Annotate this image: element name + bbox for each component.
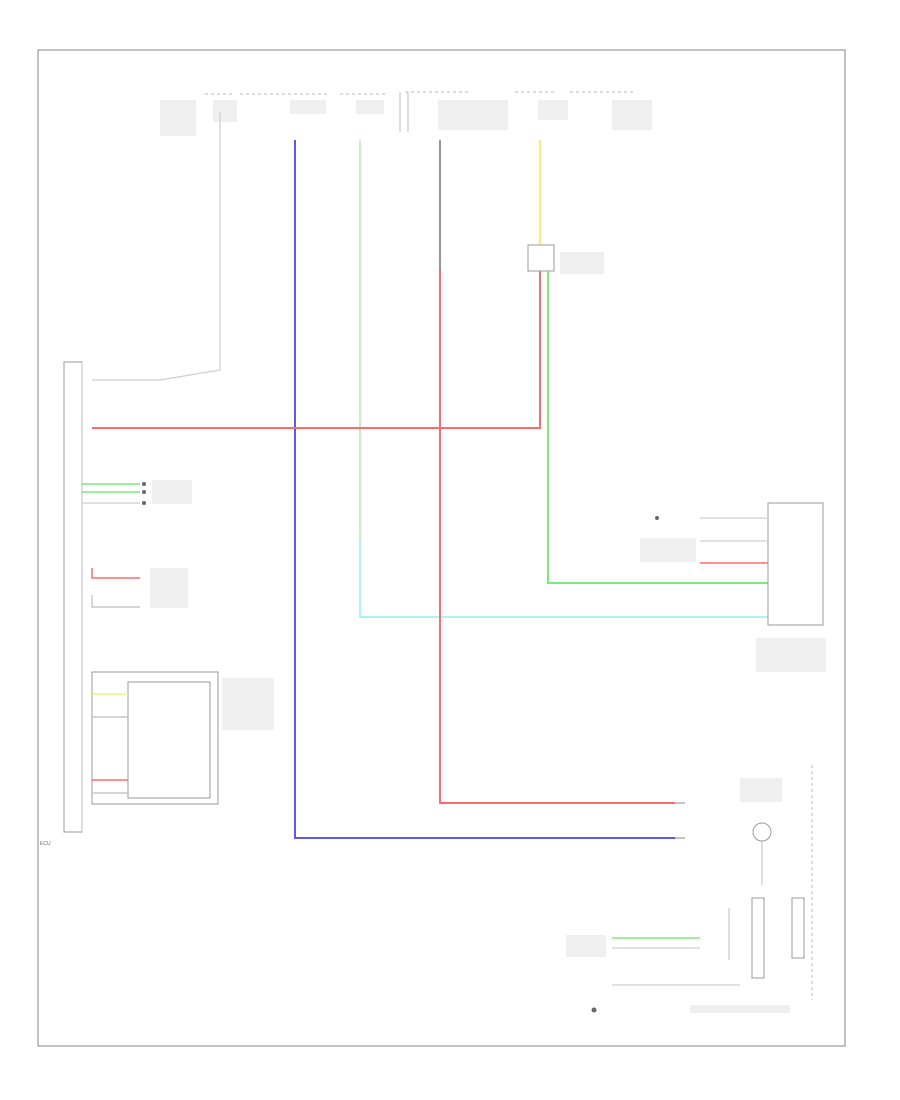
header-label-block-3 xyxy=(290,100,326,114)
wire-red-center xyxy=(439,270,675,804)
wire-gray-top xyxy=(92,112,221,381)
junction-label xyxy=(560,252,604,274)
left-stub-wires xyxy=(82,480,192,608)
torque-sensor-block xyxy=(91,671,274,805)
header-label-block-5 xyxy=(438,100,508,130)
svg-text:ECU: ECU xyxy=(40,841,51,847)
wire-blue xyxy=(294,140,675,839)
wire-red-horizontal xyxy=(92,271,541,429)
header-label-block-7 xyxy=(612,100,652,130)
header-label-block-2 xyxy=(213,100,237,122)
junction-connector xyxy=(527,244,555,272)
top-connector-group xyxy=(160,91,652,136)
left-ecu-connector: ECU xyxy=(40,361,83,847)
wire-green-right xyxy=(547,271,768,584)
header-label-block-6 xyxy=(538,100,568,120)
right-sensor-box xyxy=(640,502,826,672)
header-label-block-4 xyxy=(356,100,384,114)
steering-motor xyxy=(566,765,813,1013)
wire-endpoints xyxy=(675,802,685,839)
header-label-block-1 xyxy=(160,100,196,136)
wire-cyan xyxy=(359,540,768,618)
diagram-frame xyxy=(37,49,846,1047)
